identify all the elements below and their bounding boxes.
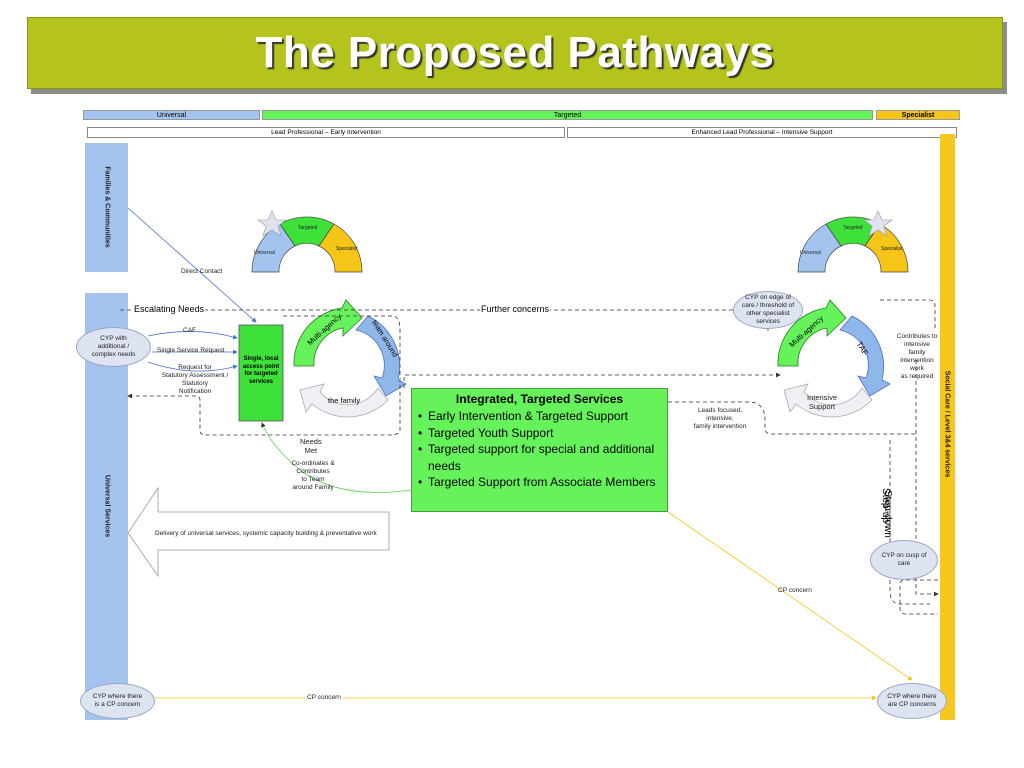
- further-concerns-label: Further concerns: [480, 304, 551, 314]
- cyp-cp-concern-left[interactable]: CYP where there is a CP concern: [80, 683, 155, 719]
- access-point-box: [238, 324, 284, 422]
- gauge-left: [251, 210, 363, 273]
- cp-right-line: CYP where there: [887, 693, 937, 700]
- lead-early-intervention: Lead Professional – Early Intervention: [87, 127, 565, 138]
- delivery-arrow: [127, 486, 390, 578]
- gauge-right-targeted: Targeted: [843, 225, 863, 231]
- single-request-label: Single Service Request: [157, 347, 225, 354]
- direct-contact-label: Direct Contact: [181, 268, 223, 275]
- cycle-left: [293, 299, 407, 418]
- statutory-label: Request for Statutory Assessment / Statu…: [150, 364, 240, 396]
- families-bar: Families & Communities: [85, 143, 128, 272]
- request-for: Request for: [178, 364, 212, 371]
- coord-line: around Family: [292, 484, 334, 491]
- contributes-label: Contributes to intensive family interven…: [893, 333, 941, 381]
- intensive: Intensive: [807, 393, 838, 402]
- needs: Needs: [300, 437, 322, 446]
- contrib-line: intensive: [904, 341, 930, 348]
- cyp-cp-concern-right[interactable]: CYP where there are CP concerns: [877, 683, 947, 719]
- cp-left-line: CYP where there: [92, 693, 143, 700]
- band-universal: Universal: [83, 110, 260, 120]
- leads-focused-label: Leads focused, intensive, family interve…: [690, 407, 750, 431]
- contrib-line: as required: [900, 373, 934, 380]
- access-line: services: [248, 378, 274, 385]
- access-point-label: Single, local access point for targeted …: [239, 356, 283, 386]
- the-family-label: the family: [328, 396, 361, 405]
- integrated-list: Early Intervention & Targeted Support Ta…: [412, 408, 667, 491]
- caf-label: CAF: [183, 327, 196, 334]
- gauge-right-universal: Universal: [800, 250, 821, 256]
- coord-line: Co-ordinates &: [291, 460, 335, 467]
- access-line: Single, local: [243, 356, 279, 362]
- coord-line: Contributes: [296, 468, 330, 475]
- cyp-edge-of-care[interactable]: CYP on edge of care / threshold of other…: [733, 291, 803, 329]
- needs-met-label: Needs Met: [300, 437, 322, 455]
- cusp-line: CYP on cusp of: [881, 552, 927, 559]
- cyp-line: CYP with: [100, 335, 127, 342]
- contrib-line: family: [908, 349, 926, 356]
- band-targeted: Targeted: [262, 110, 873, 120]
- list-item: Targeted Youth Support: [418, 425, 667, 442]
- contrib-line: intervention: [900, 357, 934, 364]
- list-item: Targeted support for special and additio…: [418, 441, 667, 474]
- intensive-support-label: Intensive Support: [807, 393, 837, 411]
- contrib-line: work: [910, 365, 924, 372]
- cyp-line: additional /: [97, 343, 130, 350]
- edge-line: other specialist: [746, 310, 790, 317]
- title-bar: The Proposed Pathways: [27, 17, 1003, 89]
- gauge-left-specialist: Specialist: [336, 246, 358, 252]
- band-specialist: Specialist: [876, 110, 960, 120]
- escalating-needs-label: Escalating Needs: [133, 304, 206, 314]
- integrated-heading: Integrated, Targeted Services: [455, 392, 624, 406]
- cyp-line: complex needs: [91, 351, 136, 358]
- gauge-right: [797, 210, 909, 273]
- gauge-left-universal: Universal: [254, 250, 275, 256]
- edge-line: care / threshold of: [741, 302, 795, 309]
- access-line: for targeted: [244, 371, 278, 377]
- edge-line: services: [756, 318, 780, 325]
- cycle-right: [777, 299, 891, 418]
- notification: Notification: [178, 388, 212, 395]
- page-title: The Proposed Pathways: [255, 28, 775, 77]
- statutory-assessment: Statutory Assessment /: [161, 372, 229, 379]
- lead-enhanced: Enhanced Lead Professional – Intensive S…: [567, 127, 957, 138]
- integrated-services-box: Integrated, Targeted Services Early Inte…: [411, 388, 668, 512]
- cp-right-line: are CP concerns: [887, 701, 937, 708]
- delivery-label: Delivery of universal services, systemic…: [155, 530, 377, 537]
- cyp-cusp-of-care[interactable]: CYP on cusp of care: [870, 540, 938, 580]
- list-item: Targeted Support from Associate Members: [418, 474, 667, 491]
- gauge-right-specialist: Specialist: [881, 246, 903, 252]
- leads-line: family intervention: [693, 423, 747, 430]
- edge-line: CYP on edge of: [745, 294, 791, 301]
- star-icon: [257, 210, 287, 237]
- leads-line: intensive,: [706, 415, 734, 422]
- access-line: access point: [242, 363, 280, 370]
- statutory: Statutory: [181, 380, 208, 387]
- cp-concern-bottom-label: CP concern: [305, 694, 343, 702]
- cyp-additional-needs[interactable]: CYP with additional / complex needs: [76, 327, 151, 367]
- cp-concern-right-label: CP concern: [778, 587, 812, 594]
- leads-line: Leads focused,: [697, 407, 743, 414]
- gauge-left-targeted: Targeted: [298, 225, 318, 231]
- social-care-bar: Social Care / Level 3&4 services: [940, 134, 955, 720]
- met: Met: [304, 446, 318, 455]
- cp-left-line: is a CP concern: [94, 701, 141, 708]
- support: Support: [808, 402, 836, 411]
- cusp-line: care: [897, 560, 911, 567]
- contrib-line: Contributes to: [896, 333, 938, 340]
- list-item: Early Intervention & Targeted Support: [418, 408, 667, 425]
- coord-line: to Team: [301, 476, 325, 483]
- step-down-label: Step-down: [882, 490, 893, 538]
- coordinates-label: Co-ordinates & Contributes to Team aroun…: [286, 460, 340, 492]
- star-icon: [863, 210, 893, 237]
